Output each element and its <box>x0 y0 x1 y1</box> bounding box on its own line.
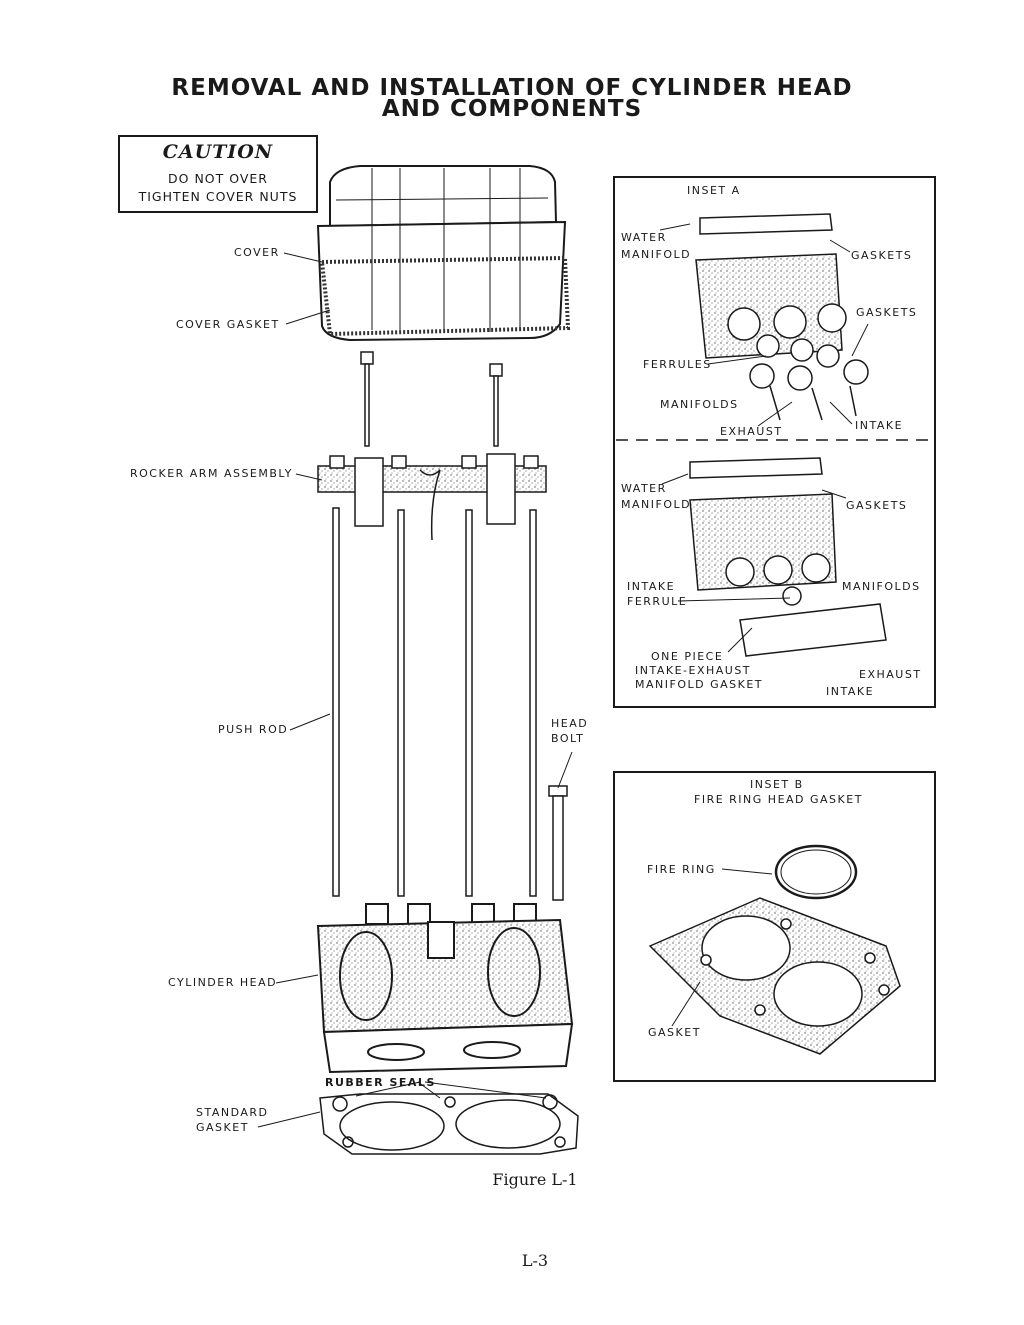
label-head-bolt-line-2: BOLT <box>551 732 585 745</box>
cover-gasket <box>319 255 571 337</box>
inset-a-engine-bottom <box>689 457 887 657</box>
inset-a-label-intake-2: INTAKE <box>627 580 676 593</box>
inset-a-title: INSET A <box>687 184 741 197</box>
label-cover-gasket: COVER GASKET <box>176 318 280 331</box>
valve-cover <box>316 165 567 342</box>
label-standard-gasket-line-1: STANDARD <box>196 1106 269 1119</box>
push-rods <box>332 507 537 897</box>
label-cylinder-head: CYLINDER HEAD <box>168 976 278 989</box>
page-title-line-1: REMOVAL AND INSTALLATION OF CYLINDER HEA… <box>171 75 853 101</box>
inset-a-label-exhaust-1: EXHAUST <box>720 425 783 438</box>
inset-b-title: INSET B <box>750 778 804 791</box>
inset-b-head-gasket <box>648 897 901 1055</box>
inset-a-label-gaskets-2: GASKETS <box>856 306 918 319</box>
inset-b-frame <box>613 771 936 1082</box>
inset-a-label-water-1: WATER <box>621 231 667 244</box>
inset-a-label-intake-3: INTAKE <box>826 685 875 698</box>
inset-a-label-gaskets-1: GASKETS <box>851 249 913 262</box>
inset-b-label-fire-ring: FIRE RING <box>647 863 716 876</box>
label-cover: COVER <box>234 246 280 259</box>
cylinder-head <box>316 903 574 1074</box>
inset-a-label-gaskets-3: GASKETS <box>846 499 908 512</box>
caution-heading: CAUTION <box>162 141 274 163</box>
inset-a-label-water-2: WATER <box>621 482 667 495</box>
inset-a-label-ferrule: FERRULE <box>627 595 688 608</box>
inset-b-fire-ring <box>774 844 858 900</box>
label-rubber-seals: RUBBER SEALS <box>325 1076 436 1089</box>
figure-caption: Figure L-1 <box>492 1170 578 1189</box>
inset-a-label-one-piece: ONE PIECE <box>651 650 724 663</box>
inset-a-label-manifolds-1: MANIFOLDS <box>660 398 739 411</box>
inset-a-label-manifold-gasket: MANIFOLD GASKET <box>635 678 763 691</box>
page-number: L-3 <box>521 1251 549 1270</box>
caution-line-1: DO NOT OVER <box>168 171 268 186</box>
label-rocker-arm-assembly: ROCKER ARM ASSEMBLY <box>130 467 293 480</box>
inset-b-label-gasket: GASKET <box>648 1026 701 1039</box>
inset-b-subtitle: FIRE RING HEAD GASKET <box>694 793 863 806</box>
label-head-bolt-line-1: HEAD <box>551 717 589 730</box>
label-standard-gasket-line-2: GASKET <box>196 1121 249 1134</box>
page-title-line-2: AND COMPONENTS <box>381 96 643 122</box>
cover-studs <box>360 351 503 447</box>
label-push-rod: PUSH ROD <box>218 723 289 736</box>
inset-a-label-manifold-2: MANIFOLD <box>621 498 692 511</box>
inset-a-label-exhaust-2: EXHAUST <box>859 668 922 681</box>
head-bolt <box>548 785 568 901</box>
inset-a-label-manifold-1: MANIFOLD <box>621 248 692 261</box>
caution-box: CAUTION DO NOT OVER TIGHTEN COVER NUTS <box>118 135 318 213</box>
inset-a-engine-top <box>695 213 869 421</box>
caution-line-2: TIGHTEN COVER NUTS <box>138 189 298 204</box>
inset-a-label-manifolds-2: MANIFOLDS <box>842 580 921 593</box>
inset-a-label-ferrules: FERRULES <box>643 358 712 371</box>
inset-a-label-intake-1: INTAKE <box>855 419 904 432</box>
rocker-arm-assembly <box>317 453 547 541</box>
inset-a-label-intake-exhaust: INTAKE-EXHAUST <box>635 664 752 677</box>
inset-a-frame <box>613 176 936 708</box>
standard-gasket <box>319 1093 579 1155</box>
